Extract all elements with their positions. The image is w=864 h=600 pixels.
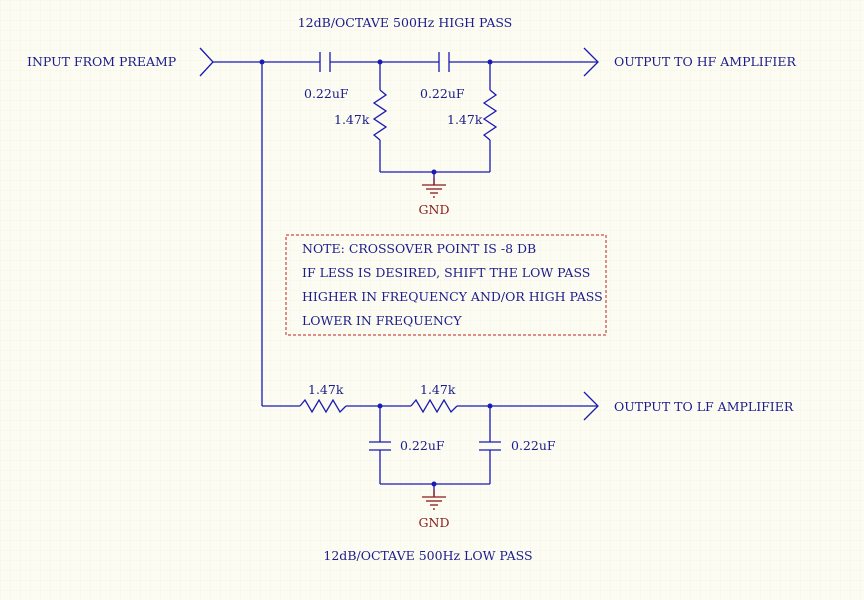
lf-output-port-label: OUTPUT TO LF AMPLIFIER: [614, 399, 794, 414]
hp-ground-label: GND: [419, 202, 450, 217]
low-pass-title: 12dB/OCTAVE 500Hz LOW PASS: [323, 548, 532, 563]
hp-resistor-1: [372, 89, 388, 141]
lp-resistor-2-label: 1.47k: [420, 382, 456, 397]
junction-dot: [377, 59, 383, 65]
high-pass-title: 12dB/OCTAVE 500Hz HIGH PASS: [298, 15, 513, 30]
note-line-3: HIGHER IN FREQUENCY AND/OR HIGH PASS: [302, 289, 603, 304]
lp-resistor-1-label: 1.47k: [308, 382, 344, 397]
junction-dot: [487, 59, 493, 65]
hf-output-port-symbol: [583, 47, 599, 77]
hp-resistor-2: [482, 89, 498, 141]
note-line-2: IF LESS IS DESIRED, SHIFT THE LOW PASS: [302, 265, 590, 280]
junction-dot: [377, 403, 383, 409]
lf-output-port-symbol: [583, 391, 599, 421]
note-line-4: LOWER IN FREQUENCY: [302, 313, 462, 328]
hf-output-port-label: OUTPUT TO HF AMPLIFIER: [614, 54, 796, 69]
lp-capacitor-2: [479, 441, 501, 451]
lp-capacitor-1-label: 0.22uF: [400, 438, 445, 453]
hp-resistor-1-label: 1.47k: [334, 112, 370, 127]
hp-capacitor-1-label: 0.22uF: [304, 86, 349, 101]
note-line-1: NOTE: CROSSOVER POINT IS -8 DB: [302, 241, 536, 256]
hp-capacitor-2-label: 0.22uF: [420, 86, 465, 101]
hp-ground-symbol: [422, 178, 446, 198]
hp-resistor-2-label: 1.47k: [447, 112, 483, 127]
junction-dot: [431, 481, 437, 487]
input-port-label: INPUT FROM PREAMP: [27, 54, 176, 69]
lp-ground-symbol: [422, 490, 446, 510]
junction-dot: [487, 403, 493, 409]
junction-dot: [431, 169, 437, 175]
note-box: [285, 234, 607, 336]
junction-dot: [259, 59, 265, 65]
lp-ground-label: GND: [419, 515, 450, 530]
lp-resistor-2: [410, 398, 458, 414]
hp-capacitor-1: [319, 52, 331, 72]
hp-capacitor-2: [438, 52, 450, 72]
lp-capacitor-1: [369, 441, 391, 451]
lp-resistor-1: [299, 398, 347, 414]
lp-capacitor-2-label: 0.22uF: [511, 438, 556, 453]
